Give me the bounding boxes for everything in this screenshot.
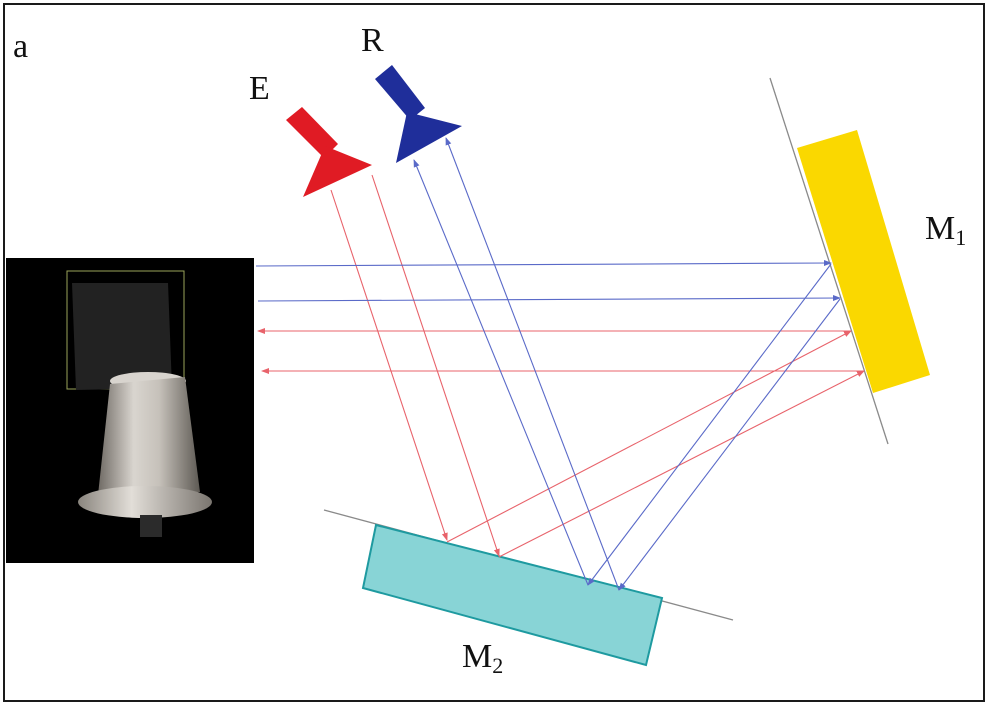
panel-label: a [13, 28, 29, 65]
holder-base [78, 486, 212, 518]
mirror-m1 [797, 130, 930, 393]
sample-plate [72, 283, 172, 390]
mirror1-label-main: M [925, 210, 956, 247]
blue-rays [255, 137, 841, 591]
mirror1-label-sub: 1 [955, 225, 967, 250]
receiver-r [375, 65, 462, 163]
mirror-m2 [361, 523, 664, 667]
sample-holder [98, 377, 200, 495]
receiver-label: R [361, 22, 384, 59]
mirror2-label: M2 [462, 640, 503, 677]
mirror2-label-main: M [462, 638, 493, 675]
red-rays [257, 174, 865, 558]
sample-photo [6, 258, 254, 563]
figure-frame [3, 3, 985, 702]
mirror1-label: M1 [925, 212, 966, 249]
emitter-e [286, 107, 372, 197]
mirror2-label-sub: 2 [492, 653, 504, 678]
emitter-label: E [249, 70, 270, 107]
